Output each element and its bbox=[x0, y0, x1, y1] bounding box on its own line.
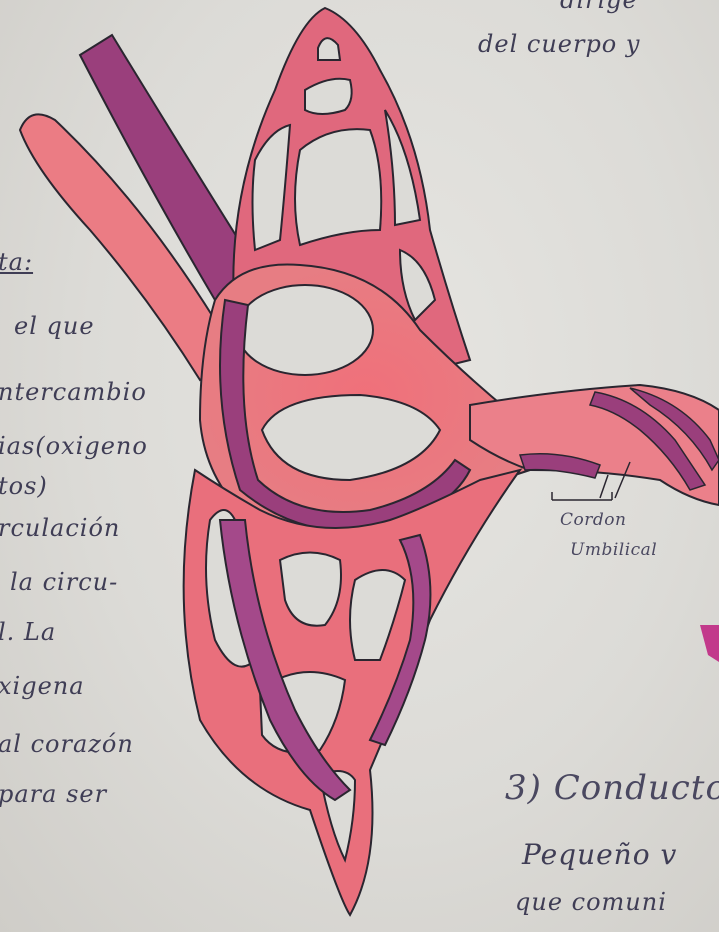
top-right-word: dirige bbox=[560, 0, 638, 14]
note-heading: ta: bbox=[0, 248, 33, 276]
note-line-10: para ser bbox=[0, 780, 107, 808]
note-line-9: al corazón bbox=[0, 730, 134, 758]
upper-hole-3 bbox=[295, 129, 381, 245]
note-line-5: rculación bbox=[0, 514, 120, 542]
cord-label-line-2: Umbilical bbox=[570, 540, 657, 560]
central-hole-1 bbox=[237, 285, 373, 375]
note-line-1: el que bbox=[14, 312, 95, 340]
note-line-2: ntercambio bbox=[0, 378, 147, 406]
note-line-4: tos) bbox=[0, 472, 48, 500]
note-line-7: l. La bbox=[0, 618, 56, 646]
section-line-1: Pequeño v bbox=[522, 838, 677, 871]
note-line-3: ias(oxigeno bbox=[0, 432, 148, 460]
magenta-mark bbox=[700, 625, 719, 662]
section-line-2: que comuni bbox=[515, 888, 667, 916]
top-right-line: del cuerpo y bbox=[478, 30, 640, 58]
note-line-8: xigena bbox=[0, 672, 85, 700]
section-title: 3) Conducto bbox=[505, 768, 719, 808]
note-line-6: la circu- bbox=[10, 568, 118, 596]
cord-label-line-1: Cordon bbox=[560, 510, 626, 530]
